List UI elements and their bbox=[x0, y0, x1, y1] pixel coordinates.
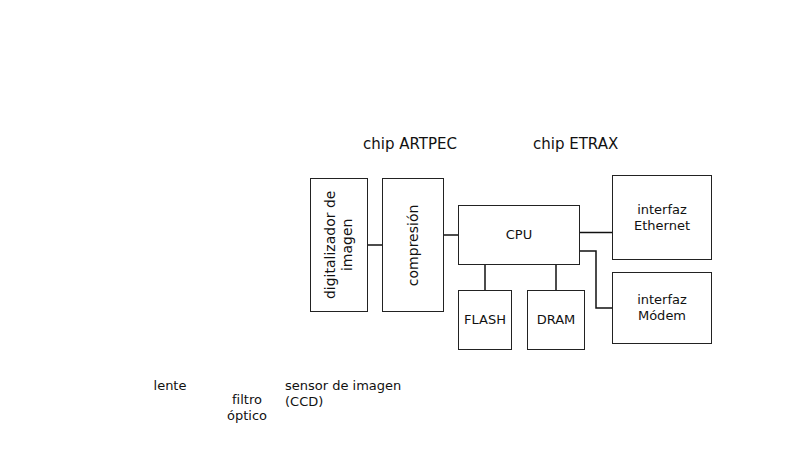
box-text: digitalizador de imagen bbox=[322, 184, 356, 306]
leader-lines bbox=[168, 150, 582, 388]
lens-housing bbox=[140, 205, 248, 322]
chip-region: chip ETRAXCPUFLASHDRAMinterfaz Etherneti… bbox=[453, 165, 711, 371]
box-text: interfaz Módem bbox=[613, 292, 711, 323]
connector-line bbox=[555, 265, 557, 290]
memory-box: DRAM bbox=[527, 290, 585, 350]
memory-box: FLASH bbox=[458, 290, 512, 350]
box-text: compresión bbox=[405, 184, 422, 306]
process-box: digitalizador de imagen bbox=[310, 178, 368, 312]
box-text: FLASH bbox=[464, 312, 506, 328]
part-label: lente bbox=[140, 378, 200, 394]
box-text: DRAM bbox=[537, 312, 576, 328]
ray-arrowheads bbox=[111, 228, 120, 296]
light-rays bbox=[65, 232, 272, 292]
cpu-box: CPU bbox=[458, 205, 580, 265]
modem-wire bbox=[702, 311, 770, 313]
figure-frame bbox=[4, 3, 798, 466]
signal-wire bbox=[280, 261, 310, 263]
box-text: CPU bbox=[506, 227, 532, 243]
chip-region: chip ARTPECcompresión bbox=[373, 165, 451, 373]
ccd-sensor bbox=[272, 228, 280, 298]
process-box: compresión bbox=[382, 178, 444, 312]
connector-line bbox=[580, 232, 612, 234]
box-text: interfaz Ethernet bbox=[613, 202, 711, 233]
connector-line bbox=[368, 244, 382, 246]
connector-line bbox=[484, 265, 486, 290]
camera-icon bbox=[116, 30, 239, 191]
optical-filter bbox=[254, 244, 261, 282]
connector-line bbox=[444, 234, 458, 236]
chip-label: chip ARTPEC bbox=[363, 135, 457, 153]
interface-box: interfaz Módem bbox=[612, 272, 712, 344]
chip-label: chip ETRAX bbox=[533, 135, 618, 153]
part-label: sensor de imagen (CCD) bbox=[285, 378, 403, 409]
lens-symbol bbox=[169, 214, 187, 310]
ethernet-wire bbox=[702, 217, 770, 219]
camera-housing bbox=[248, 163, 765, 373]
interface-box: interfaz Ethernet bbox=[612, 175, 712, 260]
part-label: filtro óptico bbox=[215, 392, 279, 423]
